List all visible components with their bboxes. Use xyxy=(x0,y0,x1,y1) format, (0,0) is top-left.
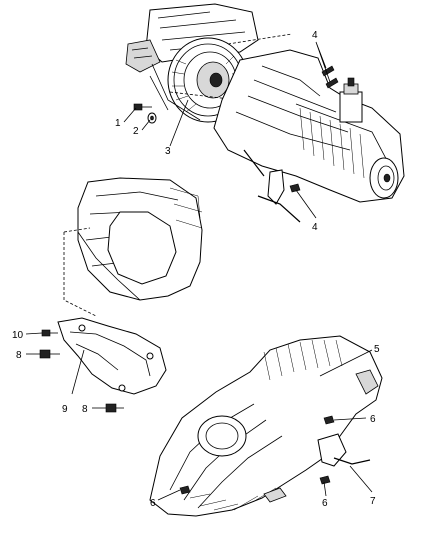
bolt-8a xyxy=(39,349,60,359)
callout-2: 2 xyxy=(133,126,139,137)
bolt-lower xyxy=(289,183,301,193)
leader-lines xyxy=(25,41,373,501)
callout-5: 5 xyxy=(374,344,380,355)
middle-bell-housing xyxy=(63,177,203,317)
callout-6-center: 6 xyxy=(322,498,328,509)
washer-2 xyxy=(147,112,157,124)
callout-8-bottom: 8 xyxy=(82,404,88,415)
bottom-transmission-assembly xyxy=(149,335,383,517)
dust-shield xyxy=(39,317,167,413)
callout-8-left: 8 xyxy=(16,350,22,361)
bolt-6b xyxy=(319,475,331,485)
callout-4-bottom: 4 xyxy=(312,222,318,233)
callout-1: 1 xyxy=(115,118,121,129)
bolt-6a xyxy=(323,415,335,425)
callout-9: 9 xyxy=(62,404,68,415)
callout-6-left: 6 xyxy=(150,498,156,509)
callout-3: 3 xyxy=(165,146,171,157)
bolt-10 xyxy=(41,329,58,337)
callout-7: 7 xyxy=(370,496,376,507)
bolt-1 xyxy=(133,103,152,111)
bolts-top-right xyxy=(321,65,339,89)
callout-6-right: 6 xyxy=(370,414,376,425)
bolt-6c xyxy=(179,485,191,495)
bolt-8b xyxy=(105,403,124,413)
callout-4-top: 4 xyxy=(312,30,318,41)
callout-10: 10 xyxy=(12,330,24,341)
